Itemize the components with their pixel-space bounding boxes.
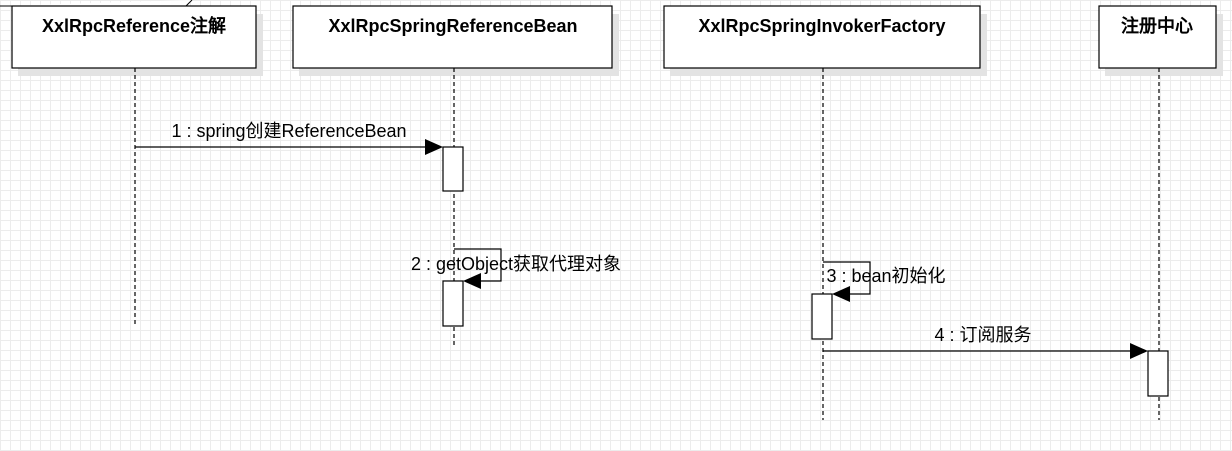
lifeline-registry[interactable]: 注册中心 xyxy=(1098,5,1223,420)
message-label: 2 : getObject获取代理对象 xyxy=(411,254,621,274)
lifeline-title: XxlRpcSpringReferenceBean xyxy=(328,16,577,36)
lifeline-header[interactable] xyxy=(11,5,257,69)
message-label: 4 : 订阅服务 xyxy=(934,325,1031,345)
lifeline-header[interactable] xyxy=(663,5,981,69)
lifeline-title: XxlRpcReference注解 xyxy=(42,15,226,36)
lifeline-xxlrpcspringinvokerfactory[interactable]: XxlRpcSpringInvokerFactory xyxy=(663,5,987,420)
activation-bar[interactable] xyxy=(1147,350,1169,397)
lifeline-xxlrpcspringreferencebean[interactable]: XxlRpcSpringReferenceBean xyxy=(292,5,619,345)
activation-bar[interactable] xyxy=(811,293,833,340)
frame-tab xyxy=(0,0,193,7)
activation-bar[interactable] xyxy=(442,280,464,327)
message-1[interactable]: 1 : spring创建ReferenceBean xyxy=(135,121,443,155)
lifeline-title: 注册中心 xyxy=(1121,15,1193,36)
activation-bar[interactable] xyxy=(442,146,464,192)
lifeline-header[interactable] xyxy=(1098,5,1217,69)
arrowhead-icon xyxy=(1130,343,1148,359)
lifeline-title: XxlRpcSpringInvokerFactory xyxy=(698,16,945,36)
message-2[interactable]: 2 : getObject获取代理对象 xyxy=(411,248,621,289)
lifeline-header[interactable] xyxy=(292,5,613,69)
message-line[interactable] xyxy=(454,248,502,282)
message-4[interactable]: 4 : 订阅服务 xyxy=(823,325,1148,359)
arrowhead-icon xyxy=(425,139,443,155)
arrowhead-icon xyxy=(832,286,850,302)
message-line[interactable] xyxy=(823,261,871,295)
arrowhead-icon xyxy=(463,273,481,289)
message-label: 3 : bean初始化 xyxy=(826,266,945,286)
message-3[interactable]: 3 : bean初始化 xyxy=(823,261,946,302)
message-label: 1 : spring创建ReferenceBean xyxy=(171,121,406,141)
lifeline-xxlrpcreference[interactable]: XxlRpcReference注解 xyxy=(11,5,263,325)
